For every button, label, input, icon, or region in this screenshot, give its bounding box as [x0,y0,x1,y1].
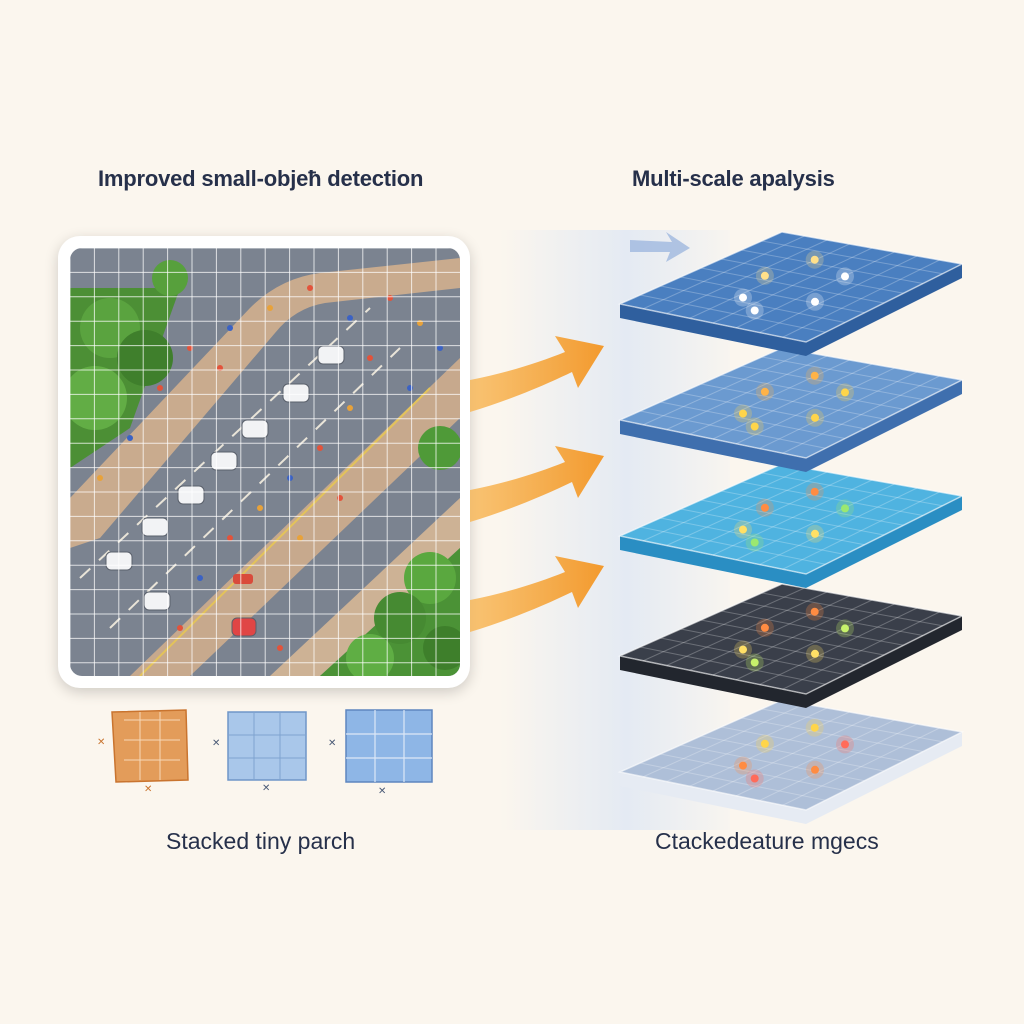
activation-point [750,422,759,431]
activation-point [810,255,819,264]
median-strip [130,358,460,676]
patch-thumbnail-orange: ✕ ✕ [97,709,189,795]
left-caption: Stacked tiny parch [166,828,356,854]
activation-point [841,504,849,513]
svg-text:✕: ✕ [328,738,336,749]
detection-grid [70,248,460,676]
activation-point [811,765,819,774]
activation-point [760,387,769,396]
activation-point [750,658,759,667]
svg-text:✕: ✕ [212,738,220,749]
feature-map-layer [617,699,965,824]
activation-point [841,624,849,633]
svg-text:✕: ✕ [97,737,105,748]
activation-point [811,529,819,538]
activation-point [760,271,769,280]
right-caption: Ctackedeature mgecs [655,828,879,854]
activation-point [841,388,849,397]
left-heading: Improved small-objeħ detection [98,166,424,191]
activation-point [760,739,769,748]
arrow-right-icon [470,556,604,632]
arrow-right-icon [630,232,690,262]
activation-point [750,538,759,547]
activation-point [811,413,819,422]
activation-point [810,723,819,732]
activation-point [760,623,769,632]
svg-text:✕: ✕ [378,786,386,797]
activation-point [810,607,819,616]
patch-thumbnail-blue: ✕ ✕ [212,711,307,794]
activation-point [739,645,747,654]
patch-thumbnail-grid: ✕ ✕ [328,709,433,797]
lower-sidewalk [270,498,460,676]
activation-point [760,503,769,512]
feature-map-layer [617,463,965,588]
activation-point [739,293,747,302]
activation-point [739,761,747,770]
feature-map-layer [617,583,965,708]
svg-text:✕: ✕ [262,783,270,794]
activation-point [739,525,747,534]
activation-point [750,774,759,783]
right-heading: Multi-scale apalysis [632,166,835,191]
aerial-road-photo [70,248,460,676]
activation-point [841,740,849,749]
aerial-road-illustration [70,248,460,676]
activation-point [739,409,747,418]
activation-point [811,297,819,306]
arrow-right-icon [470,336,604,412]
feature-map-layer [617,231,965,356]
activation-point [750,306,759,315]
svg-text:✕: ✕ [144,784,152,795]
activation-point [811,649,819,658]
activation-point [841,272,849,281]
feature-map-layer [617,347,965,472]
activation-point [810,371,819,380]
activation-point [810,487,819,496]
arrow-right-icon [470,446,604,522]
